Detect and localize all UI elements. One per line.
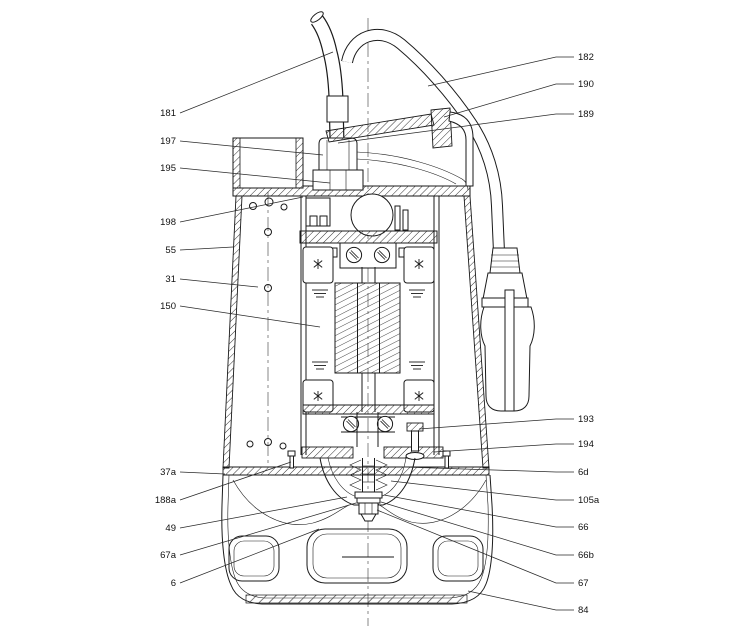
callout-55: 55: [165, 245, 234, 256]
callout-67a: 67a: [160, 502, 357, 561]
callout-label: 198: [160, 217, 176, 228]
callout-150: 150: [160, 301, 321, 328]
plug-strain-relief: [489, 247, 521, 274]
impeller-lock-washer: [356, 497, 381, 504]
callout-label: 67: [578, 578, 589, 589]
callout-label: 84: [578, 605, 589, 616]
clamp-bolt: [411, 430, 419, 452]
motor-assembly: [299, 193, 438, 447]
callouts-right: 182 190 189 193 194 6d 105a 66 66b 67 84: [337, 52, 600, 616]
callout-105a: 105a: [390, 480, 600, 506]
callout-49: 49: [165, 496, 348, 534]
callout-31: 31: [165, 274, 259, 288]
callouts-left: 181 197 195 198 55 31 150 37a 188a 49 67…: [155, 51, 357, 589]
callout-label: 181: [160, 108, 176, 119]
seal-and-impeller: [301, 422, 444, 522]
power-cable: [311, 16, 344, 143]
callout-label: 182: [578, 52, 594, 63]
callout-6: 6: [171, 528, 320, 589]
handle-hook: [448, 111, 474, 187]
callout-84: 84: [467, 590, 589, 616]
cable-cut-end: [310, 11, 324, 23]
gland-nut: [312, 169, 364, 191]
gland-boot: [318, 137, 358, 173]
callout-181: 181: [160, 51, 334, 119]
callout-label: 55: [165, 245, 176, 256]
bearing-ball: [373, 246, 391, 264]
callout-label: 66b: [578, 550, 594, 561]
callout-197: 197: [160, 136, 324, 156]
pump-housing: [221, 474, 494, 605]
callout-label: 105a: [578, 495, 600, 506]
callout-label: 193: [578, 414, 594, 425]
seal-spring: [349, 459, 362, 491]
impeller-washer: [354, 491, 383, 499]
callout-188a: 188a: [155, 461, 292, 506]
lower-bearing-ball: [376, 415, 394, 433]
seal-bell-inner: [327, 457, 407, 498]
callout-label: 31: [165, 274, 176, 285]
bearing-ball: [345, 246, 363, 264]
callout-198: 198: [160, 196, 304, 228]
callout-label: 67a: [160, 550, 177, 561]
carrying-handle: [325, 107, 474, 191]
callout-194: 194: [433, 439, 594, 453]
callout-193: 193: [418, 414, 594, 430]
callout-label: 66: [578, 522, 589, 533]
callout-label: 49: [165, 523, 176, 534]
base-opening-left: [228, 535, 280, 582]
base-stand-ring: [245, 594, 468, 604]
callout-37a: 37a: [160, 467, 226, 478]
plug-blade: [504, 289, 515, 412]
callout-label: 189: [578, 109, 594, 120]
base-opening-right: [432, 535, 484, 582]
callout-label: 195: [160, 163, 176, 174]
callout-189: 189: [337, 109, 594, 144]
callout-label: 188a: [155, 495, 177, 506]
callout-182: 182: [427, 52, 594, 87]
callout-67: 67: [376, 509, 589, 589]
handle-bracket: [430, 107, 453, 149]
cable-entry: [310, 11, 364, 191]
callout-label: 37a: [160, 467, 177, 478]
clamp-bolt-head: [406, 422, 424, 432]
callout-label: 190: [578, 79, 594, 90]
callout-label: 150: [160, 301, 176, 312]
callout-6d: 6d: [402, 466, 589, 478]
seal-spring: [375, 459, 388, 491]
flange-joint: [222, 450, 490, 476]
lower-bearing-ball: [342, 415, 360, 433]
impeller-nut: [358, 502, 379, 515]
power-cable-arc: [341, 29, 505, 253]
callout-66: 66: [383, 494, 589, 533]
callout-label: 6: [171, 578, 176, 589]
callout-label: 194: [578, 439, 594, 450]
callout-190: 190: [443, 79, 594, 118]
stator-core: [334, 282, 401, 374]
cable-sleeve: [326, 95, 349, 123]
power-plug: [480, 247, 535, 412]
callout-label: 197: [160, 136, 176, 147]
callout-195: 195: [160, 163, 331, 184]
capacitor: [350, 193, 394, 237]
callout-66b: 66b: [380, 501, 594, 561]
suction-arch: [306, 528, 408, 584]
callout-label: 6d: [578, 467, 589, 478]
outlet-box: [232, 137, 304, 189]
